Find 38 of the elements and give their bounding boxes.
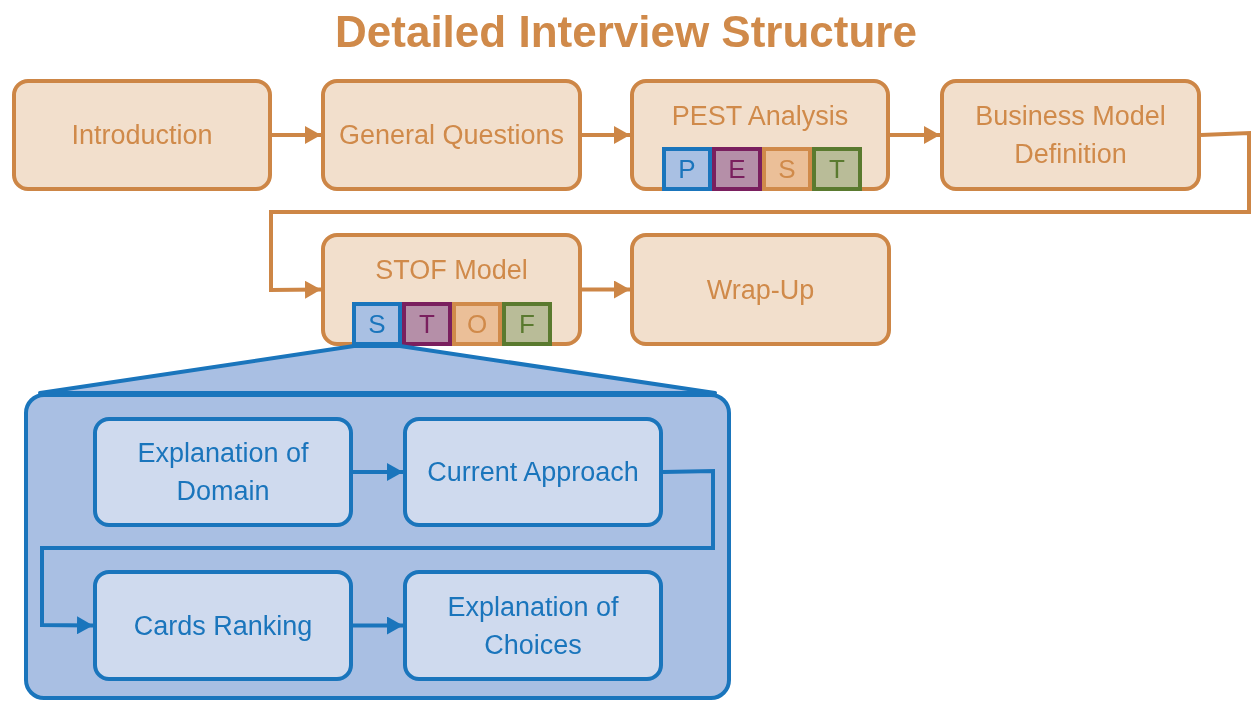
box-label: PEST Analysis	[671, 100, 849, 133]
box-label: Business Model Definition	[974, 100, 1167, 171]
letter-tile: S	[762, 147, 812, 191]
zoom-callout	[38, 344, 717, 395]
arrow	[353, 616, 403, 635]
letter-tile: E	[712, 147, 762, 191]
box-label: General Questions	[338, 119, 565, 152]
box-label: Explanation of Choices	[446, 590, 620, 662]
arrow	[272, 126, 321, 144]
process-box	[630, 233, 891, 346]
process-box	[940, 79, 1201, 191]
box-label: Wrap-Up	[706, 273, 815, 307]
step-box	[93, 570, 353, 681]
step-box	[93, 417, 353, 527]
box-label: Current Approach	[427, 456, 639, 489]
box-label: Introduction	[71, 119, 213, 152]
arrow	[890, 126, 940, 144]
step-box	[403, 417, 663, 527]
arrow	[269, 130, 1251, 299]
arrow	[353, 463, 403, 481]
box-label: STOF Model	[375, 254, 528, 287]
letter-tile: T	[812, 147, 862, 191]
step-box	[403, 570, 663, 681]
letter-tile: T	[402, 302, 452, 346]
box-label: Cards Ranking	[133, 609, 313, 643]
process-box	[12, 79, 272, 191]
arrow	[582, 126, 630, 144]
letter-tile: O	[452, 302, 502, 346]
letter-tile: S	[352, 302, 402, 346]
letter-tile: P	[662, 147, 712, 191]
diagram-title: Detailed Interview Structure	[334, 6, 918, 58]
arrow	[582, 280, 630, 299]
arrow	[40, 468, 715, 635]
box-label: Explanation of Domain	[136, 437, 310, 508]
stage-box	[321, 233, 582, 346]
letter-tile: F	[502, 302, 552, 346]
stage-box	[630, 79, 890, 191]
process-box	[321, 79, 582, 191]
